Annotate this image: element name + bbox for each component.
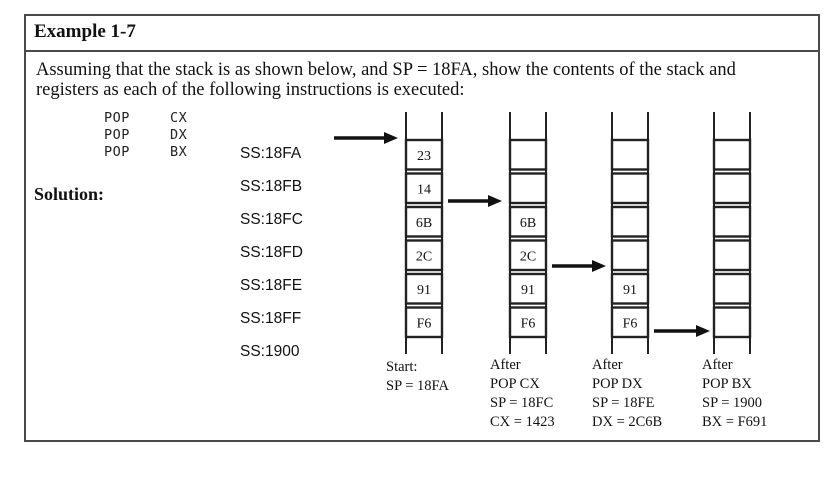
title-bar: Example 1-7 bbox=[26, 16, 818, 52]
stack-cell-value: 23 bbox=[417, 149, 431, 164]
caption-line: DX = 2C6B bbox=[592, 414, 663, 430]
stack-cell-value: 91 bbox=[417, 283, 431, 298]
address-label: SS:18FD bbox=[240, 244, 303, 261]
stack-cell-value: 14 bbox=[417, 182, 431, 197]
stack-cell bbox=[610, 205, 650, 238]
stack-cell bbox=[712, 272, 752, 305]
address-label: SS:18FB bbox=[240, 178, 303, 195]
description-line-2: registers as each of the following instr… bbox=[36, 80, 465, 100]
stack-cell-value: 91 bbox=[521, 283, 535, 298]
stack-cell bbox=[610, 306, 650, 339]
stack-cell bbox=[404, 306, 444, 339]
caption-line: After bbox=[702, 357, 733, 373]
stack-caption-start: Start: SP = 18FA bbox=[386, 358, 449, 396]
stack-cell bbox=[508, 205, 548, 238]
stack-cell bbox=[508, 138, 548, 171]
stack-cell bbox=[712, 205, 752, 238]
caption-line: SP = 18FA bbox=[386, 378, 449, 394]
address-label: SS:18FA bbox=[240, 145, 302, 162]
stack-cell-value: F6 bbox=[417, 316, 432, 331]
caption-line: BX = F691 bbox=[702, 414, 768, 430]
caption-line: POP BX bbox=[702, 376, 752, 392]
stack-cell bbox=[508, 306, 548, 339]
stack-cell bbox=[712, 172, 752, 205]
sp-arrow-pop-bx-head bbox=[696, 325, 710, 337]
stack-cell-value: 6B bbox=[416, 216, 432, 231]
stack-cell bbox=[712, 138, 752, 171]
description-line-1: Assuming that the stack is as shown belo… bbox=[36, 60, 736, 80]
stack-cell bbox=[610, 172, 650, 205]
stack-cell-value: 2C bbox=[416, 249, 432, 264]
example-box: Example 1-7 bbox=[24, 14, 820, 442]
stack-cell bbox=[610, 272, 650, 305]
caption-line: SP = 18FC bbox=[490, 395, 554, 411]
stack-cell bbox=[712, 306, 752, 339]
stack-cell-value: 91 bbox=[623, 283, 637, 298]
stack-cell bbox=[404, 138, 444, 171]
instruction-op: POP bbox=[104, 144, 130, 160]
instruction-op: POP bbox=[104, 127, 130, 143]
address-label: SS:18FF bbox=[240, 310, 302, 327]
stack-cell-value: F6 bbox=[521, 316, 536, 331]
caption-line: POP DX bbox=[592, 376, 643, 392]
stack-cell bbox=[404, 239, 444, 272]
instruction-reg: CX bbox=[170, 110, 188, 126]
caption-line: After bbox=[592, 357, 623, 373]
stack-caption-pop-cx: After POP CX SP = 18FC CX = 1423 bbox=[490, 356, 555, 432]
address-label: SS:18FE bbox=[240, 277, 303, 294]
stack-caption-pop-bx: After POP BX SP = 1900 BX = F691 bbox=[702, 356, 767, 432]
example-title: Example 1-7 bbox=[34, 21, 136, 42]
stack-cell bbox=[404, 272, 444, 305]
instruction-reg: DX bbox=[170, 127, 188, 143]
address-label: SS:1900 bbox=[240, 343, 300, 360]
stack-cell bbox=[610, 239, 650, 272]
stack-cell-value: 2C bbox=[520, 249, 536, 264]
stack-cell bbox=[508, 272, 548, 305]
caption-line: Start: bbox=[386, 359, 418, 375]
address-label: SS:18FC bbox=[240, 211, 303, 228]
instruction-reg: BX bbox=[170, 144, 188, 160]
stack-cell bbox=[404, 205, 444, 238]
stack-cell bbox=[404, 172, 444, 205]
stack-cell bbox=[508, 239, 548, 272]
caption-line: CX = 1423 bbox=[490, 414, 555, 430]
instruction-op: POP bbox=[104, 110, 130, 126]
caption-line: After bbox=[490, 357, 521, 373]
stack-cell bbox=[712, 239, 752, 272]
caption-line: SP = 18FE bbox=[592, 395, 655, 411]
stack-cell bbox=[508, 172, 548, 205]
stack-cell-value: 6B bbox=[520, 216, 536, 231]
stack-caption-pop-dx: After POP DX SP = 18FE DX = 2C6B bbox=[592, 356, 662, 432]
caption-line: POP CX bbox=[490, 376, 540, 392]
sp-arrow-pop-dx-head bbox=[592, 260, 606, 272]
stack-cell-value: F6 bbox=[623, 316, 638, 331]
sp-arrow-pop-cx-head bbox=[488, 195, 502, 207]
stack-cell bbox=[610, 138, 650, 171]
caption-line: SP = 1900 bbox=[702, 395, 763, 411]
sp-arrow-start-head bbox=[384, 132, 398, 144]
solution-label: Solution: bbox=[34, 184, 105, 204]
